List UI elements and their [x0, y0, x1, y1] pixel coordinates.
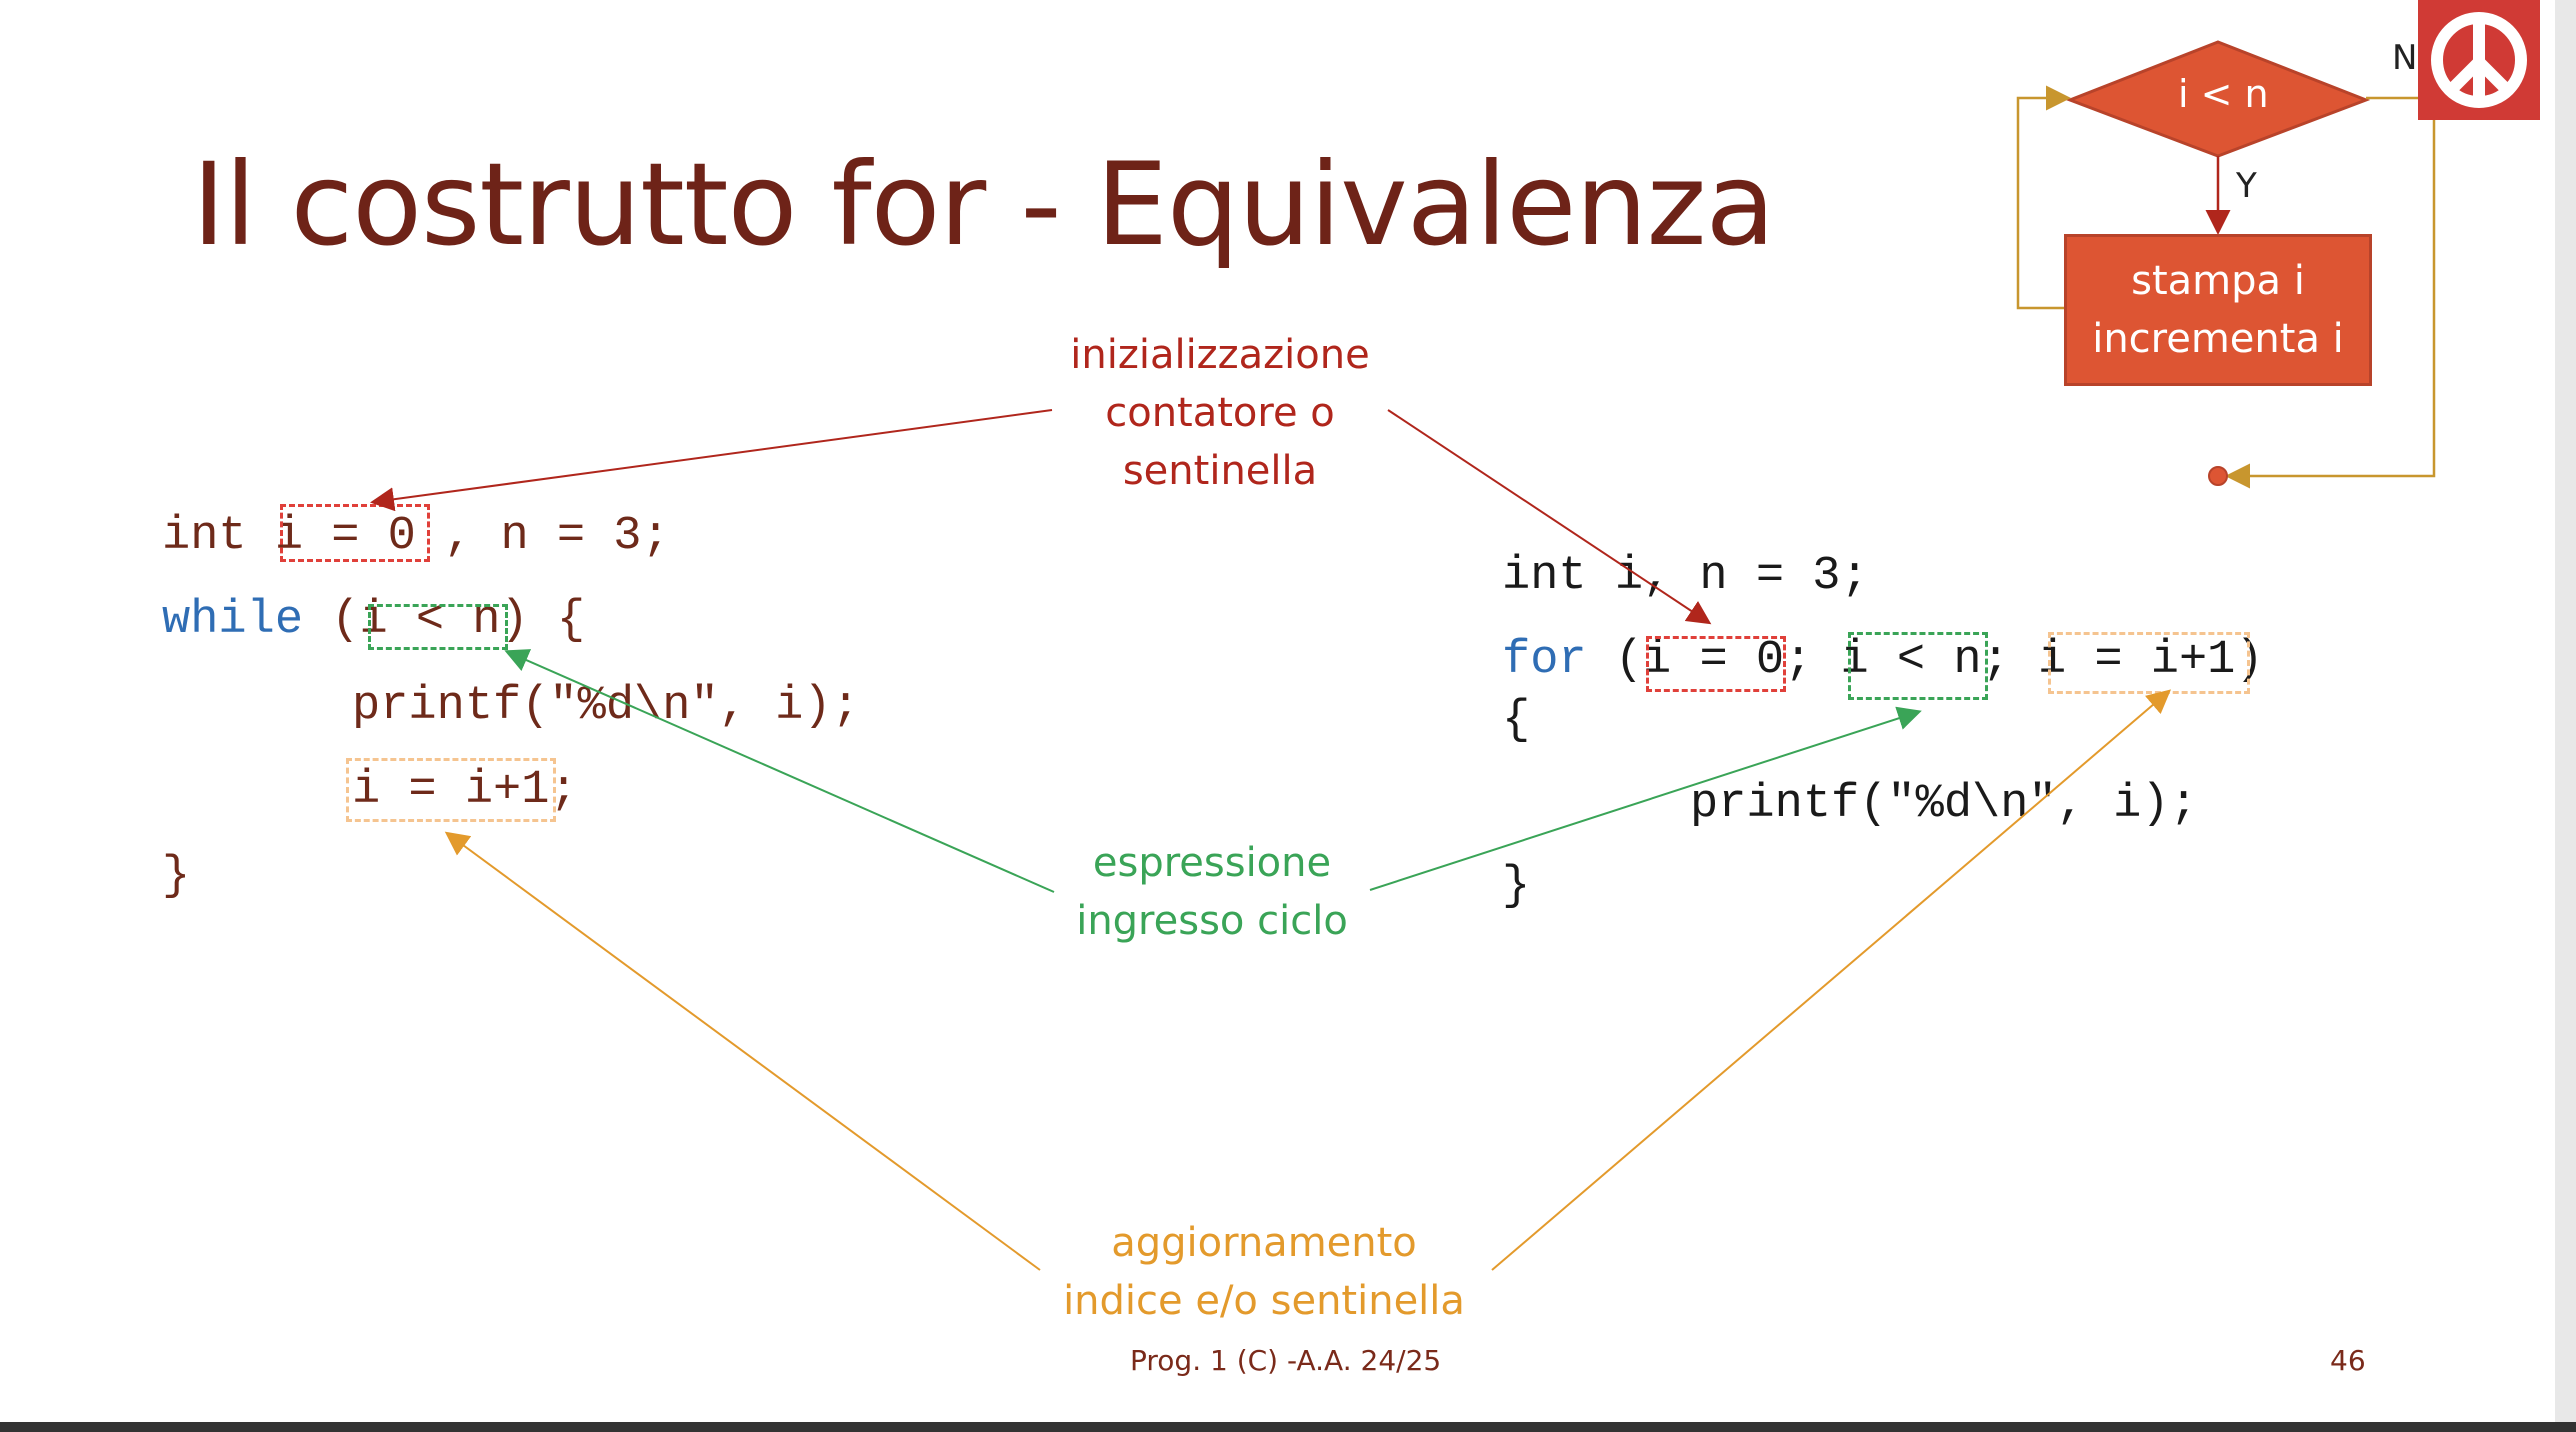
for-code-line-4: printf("%d\n", i);	[1690, 778, 2198, 831]
while-code-line-3: printf("%d\n", i);	[352, 680, 860, 733]
cond-arrow-right	[1369, 706, 1922, 891]
while-init-expr: i = 0	[274, 510, 416, 563]
while-update-expr: i = i+1	[352, 764, 550, 817]
for-separator-1: ;	[1784, 634, 1841, 687]
update-arrow-left	[444, 831, 1041, 1271]
while-code-line-5: }	[162, 850, 191, 903]
update-label: aggiornamento indice e/o sentinella	[1014, 1214, 1514, 1330]
keyword-while: while	[162, 594, 304, 647]
update-label-line-2: indice e/o sentinella	[1063, 1278, 1465, 1324]
no-label: N	[2392, 38, 2418, 78]
keyword-int: int	[162, 510, 275, 563]
while-cond-highlight	[368, 604, 508, 650]
loop-back-connector	[2016, 85, 2071, 310]
condition-label: espressione ingresso ciclo	[1012, 834, 1412, 950]
while-code-line-2: while (i < n) {	[162, 594, 585, 647]
end-node	[2208, 466, 2228, 486]
decision-text: i < n	[2178, 72, 2269, 116]
for-cond-highlight	[1848, 632, 1988, 700]
init-arrow-left	[370, 409, 1053, 512]
while-code-line-1: int i = 0 , n = 3;	[162, 510, 670, 563]
while-update-highlight	[346, 758, 556, 822]
page-number: 46	[2330, 1344, 2366, 1377]
init-label-line-1: inizializzazione	[1070, 332, 1370, 378]
condition-label-line-1: espressione	[1092, 840, 1332, 886]
update-arrow-right	[1491, 689, 2172, 1271]
for-init-highlight	[1646, 636, 1786, 692]
action-line-1: stampa i	[2131, 258, 2305, 304]
for-open-paren: (	[1586, 634, 1644, 687]
for-update-expr: i = i+1	[2037, 634, 2236, 687]
while-decl-rest: , n = 3;	[415, 510, 670, 563]
slide-footer: Prog. 1 (C) -A.A. 24/25	[1130, 1344, 1442, 1377]
yes-label: Y	[2236, 166, 2257, 206]
init-label-line-3: sentinella	[1122, 448, 1318, 494]
for-code-line-1: int i, n = 3;	[1502, 550, 1869, 603]
window-right-edge	[2555, 0, 2576, 1422]
while-open-paren: (	[303, 594, 360, 647]
action-line-2: incrementa i	[2092, 316, 2344, 362]
update-label-line-1: aggiornamento	[1111, 1220, 1417, 1266]
while-cond-expr: i < n	[359, 594, 501, 647]
for-code-line-5: }	[1502, 860, 1531, 913]
action-box: stampa i incrementa i	[2064, 234, 2372, 386]
slide-title: Il costrutto for - Equivalenza	[192, 138, 1775, 271]
while-close-paren: ) {	[500, 594, 586, 647]
no-connector	[2225, 96, 2436, 489]
init-label: inizializzazione contatore o sentinella	[1020, 326, 1420, 500]
keyword-for: for	[1502, 634, 1587, 687]
peace-symbol-icon	[2418, 0, 2540, 120]
window-bottom-edge	[0, 1422, 2576, 1432]
for-code-line-3: {	[1502, 694, 1531, 747]
for-cond-expr: i < n	[1840, 634, 1982, 687]
while-code-line-4: i = i+1;	[352, 764, 578, 817]
init-arrow-right	[1387, 409, 1712, 625]
while-init-highlight	[280, 504, 430, 562]
cond-arrow-left	[504, 649, 1055, 893]
condition-label-line-2: ingresso ciclo	[1076, 898, 1348, 944]
init-label-line-2: contatore o	[1105, 390, 1335, 436]
